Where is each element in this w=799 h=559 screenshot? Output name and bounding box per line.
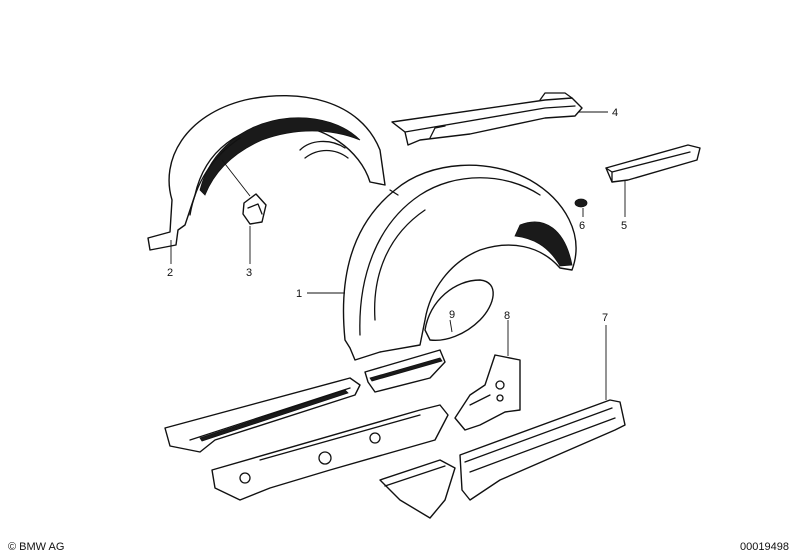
floor-cross-member[interactable] (211, 404, 449, 501)
callout-5: 5 (621, 220, 627, 232)
part-7-sill-front-section[interactable] (379, 459, 456, 519)
callout-2: 2 (167, 267, 173, 279)
callout-4: 4 (612, 107, 618, 119)
callout-labels: 1 2 3 4 5 6 7 8 9 (167, 107, 627, 324)
part-9-wheelhouse-cover[interactable] (424, 279, 494, 342)
part-5-rear-member[interactable] (605, 144, 701, 183)
floor-side-member[interactable] (164, 377, 361, 453)
callout-6: 6 (579, 220, 585, 232)
image-number: 00019498 (740, 541, 789, 553)
part-4-support-bracket[interactable] (391, 92, 583, 146)
part-3-clip[interactable] (221, 159, 267, 225)
floor-center-section[interactable] (364, 349, 446, 393)
part-1-outer-wheel-arch[interactable] (342, 164, 577, 361)
part-2-inner-wheel-arch[interactable] (147, 95, 386, 251)
copyright-text: © BMW AG (8, 541, 64, 553)
part-6-grommet[interactable] (574, 198, 588, 208)
callout-7: 7 (602, 312, 608, 324)
callout-9: 9 (449, 309, 455, 321)
callout-8: 8 (504, 310, 510, 322)
part-8-pillar-bracket[interactable] (454, 320, 521, 431)
callout-3: 3 (246, 267, 252, 279)
callout-1: 1 (296, 288, 302, 300)
part-7-sill-panel[interactable] (459, 325, 626, 501)
